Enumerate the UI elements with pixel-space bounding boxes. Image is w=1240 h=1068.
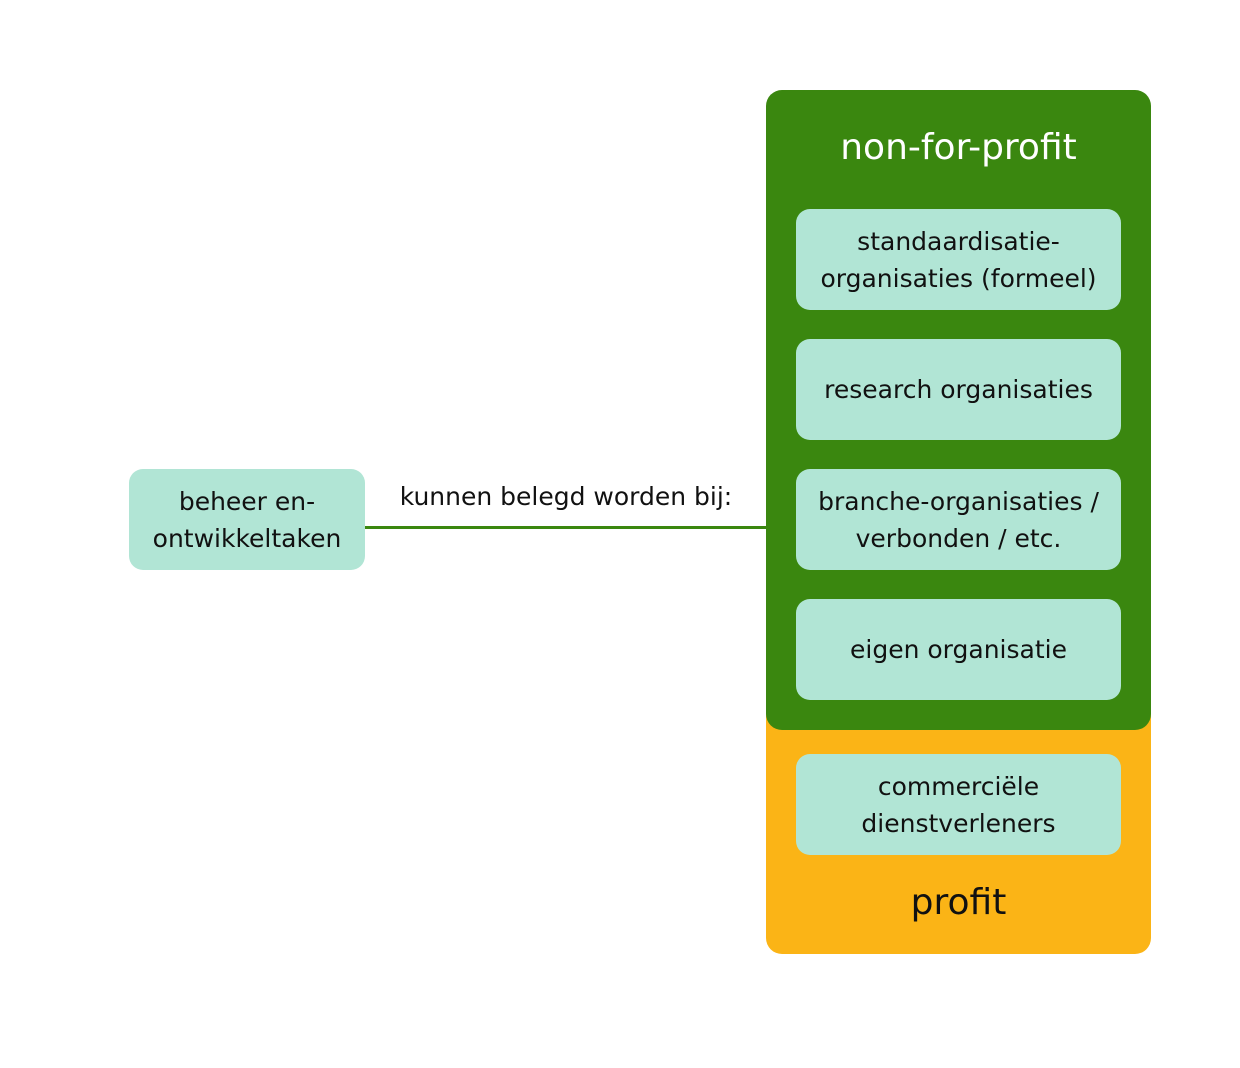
connector-line bbox=[365, 526, 767, 529]
org-box-standaardisatie: standaardisatie- organisaties (formeel) bbox=[796, 209, 1121, 310]
org-box-label: standaardisatie- organisaties (formeel) bbox=[820, 226, 1097, 293]
nonprofit-title: non-for-profit bbox=[840, 127, 1077, 168]
org-box-commercieel: commerciële dienstverleners bbox=[796, 754, 1121, 855]
source-box-label: beheer en- ontwikkeltaken bbox=[152, 486, 342, 553]
profit-title: profit bbox=[910, 882, 1007, 923]
org-box-label: research organisaties bbox=[824, 375, 1093, 404]
org-box-research: research organisaties bbox=[796, 339, 1121, 440]
org-box-label: commerciële dienstverleners bbox=[861, 771, 1056, 838]
org-box-eigen: eigen organisatie bbox=[796, 599, 1121, 700]
connector-label: kunnen belegd worden bij: bbox=[399, 482, 733, 511]
source-box: beheer en- ontwikkeltaken bbox=[129, 469, 365, 570]
org-box-label: eigen organisatie bbox=[850, 635, 1067, 664]
org-box-label: branche-organisaties / verbonden / etc. bbox=[818, 486, 1099, 553]
org-box-branche: branche-organisaties / verbonden / etc. bbox=[796, 469, 1121, 570]
